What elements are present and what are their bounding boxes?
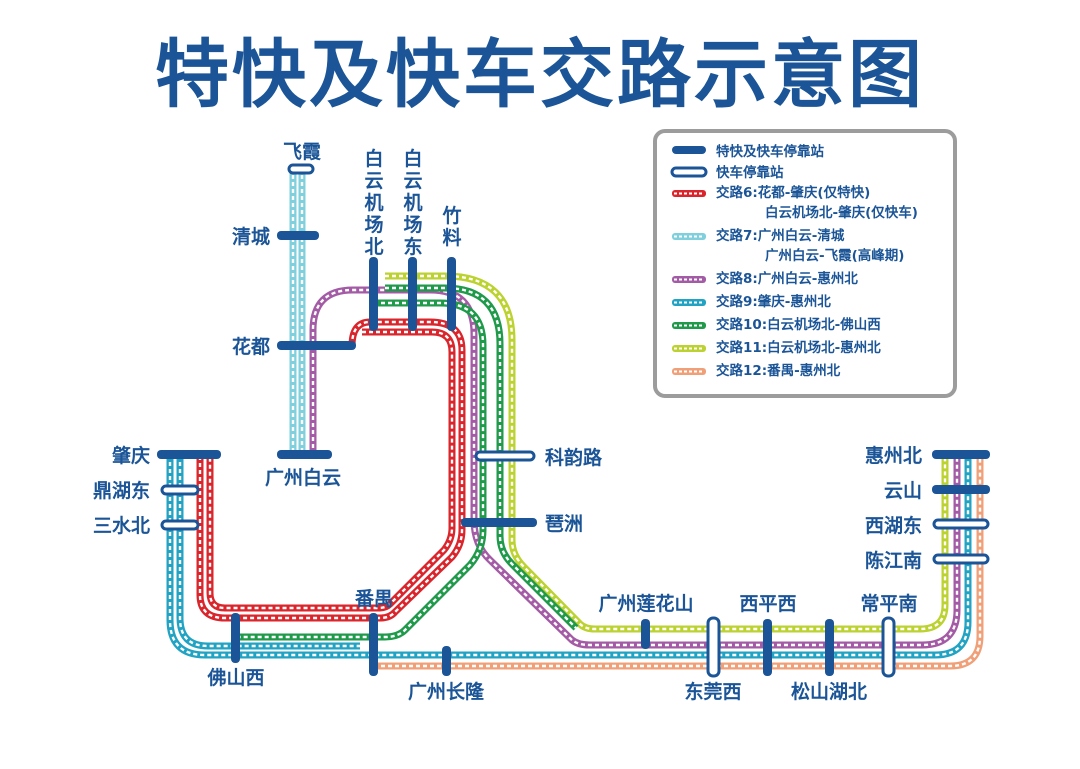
station-bar-baiyun-airport-east	[408, 257, 417, 331]
station-bar-sezhou	[461, 518, 537, 527]
legend-express-swatch	[672, 146, 706, 154]
station-bar-dongguanxi	[706, 616, 721, 678]
legend-label-route9-0: 交路9:肇庆-惠州北	[716, 293, 831, 310]
station-bar-songshanhubei	[825, 619, 834, 676]
route10-b-dash	[385, 286, 577, 629]
station-label-guangzhou-baiyun: 广州白云	[265, 466, 341, 489]
station-bar-guangzhou-baiyun	[277, 450, 332, 459]
legend-label-route6-0: 交路6:花都-肇庆(仅特快)	[716, 184, 870, 201]
station-label-foshanxi: 佛山西	[206, 666, 264, 689]
station-label-qingcheng: 清城	[232, 225, 270, 248]
station-label-guangzhou-lianhuashan: 广州莲花山	[598, 592, 693, 615]
station-bar-huizhoubei	[932, 450, 990, 459]
station-bar-chenjiangnan	[932, 553, 990, 565]
station-bar-guangzhou-lianhuashan	[641, 619, 650, 649]
legend-label-route11-0: 交路11:白云机场北-惠州北	[716, 339, 881, 356]
station-bar-zhaoqing	[157, 450, 221, 459]
station-label-xipingxi: 西平西	[739, 593, 796, 615]
route10-dash	[233, 301, 485, 639]
station-bar-feixia	[287, 163, 315, 175]
station-bar-baiyun-airport-north	[369, 257, 378, 331]
legend-label-route7-0: 交路7:广州白云-清城	[716, 227, 845, 244]
station-bar-panyu	[369, 613, 378, 676]
legend-rapid-label: 快车停靠站	[716, 164, 784, 181]
station-bar-zhuliao	[447, 257, 456, 331]
station-label-dongguanxi: 东莞西	[684, 680, 741, 703]
station-labels: 飞霞 清城 花都 广州白云 科韵路 琶洲 肇庆 鼎湖东 三水北 佛山西 番禺 广…	[93, 141, 922, 703]
route12-dash	[374, 455, 982, 668]
station-bar-keyunlu	[474, 450, 536, 462]
station-bar-changpingnan	[881, 616, 896, 678]
station-label-feixia: 飞霞	[283, 141, 322, 163]
station-bar-xihudong	[932, 518, 990, 530]
map-title: 特快及快车交路示意图	[155, 32, 925, 118]
station-label-sanshuibei: 三水北	[93, 515, 150, 537]
route9-b-dash	[178, 455, 360, 648]
station-label-zhuliao: 竹料	[441, 204, 461, 249]
station-bar-sanshuibei	[160, 519, 200, 531]
legend-route-list: 交路6:花都-肇庆(仅特快) 白云机场北-肇庆(仅快车) 交路7:广州白云-清城广州…	[672, 184, 918, 379]
station-label-sezhou: 琶洲	[545, 513, 583, 535]
route11-dash	[385, 274, 947, 631]
station-bar-dinghudong	[160, 484, 200, 496]
legend-label-route7-1: 广州白云-飞霞(高峰期)	[765, 247, 904, 264]
route9-line	[166, 455, 972, 659]
station-bar-guangzhou-changlong	[442, 646, 451, 676]
station-label-baiyun-airport-north: 白云机场北	[364, 147, 383, 258]
station-label-zhaoqing: 肇庆	[112, 444, 150, 467]
station-label-huadu: 花都	[232, 335, 270, 358]
station-label-panyu: 番禺	[354, 588, 393, 610]
station-label-huizhoubei: 惠州北	[865, 445, 922, 467]
station-bar-xipingxi	[763, 619, 772, 676]
legend-label-route12-0: 交路12:番禺-惠州北	[716, 362, 841, 379]
route6-a-dash	[198, 320, 464, 620]
station-markers	[157, 163, 990, 678]
legend: 特快及快车停靠站 快车停靠站 交路6:花都-肇庆(仅特快) 白云机场北-肇庆(仅快…	[653, 129, 957, 398]
legend-label-route8-0: 交路8:广州白云-惠州北	[716, 270, 858, 287]
station-bar-yunshan	[932, 485, 990, 494]
legend-label-route6-1: 白云机场北-肇庆(仅快车)	[765, 204, 918, 221]
legend-box	[653, 129, 957, 398]
station-label-guangzhou-changlong: 广州长隆	[408, 680, 485, 703]
legend-label-route10-0: 交路10:白云机场北-佛山西	[716, 316, 881, 333]
station-bar-huadu	[277, 341, 356, 350]
station-label-xihudong: 西湖东	[865, 514, 922, 537]
route6-b-dash	[208, 330, 454, 610]
station-bar-qingcheng	[277, 231, 319, 240]
legend-rapid-swatch	[670, 166, 708, 178]
route8-dash	[311, 288, 959, 647]
station-label-chenjiangnan: 陈江南	[865, 549, 922, 572]
station-label-dinghudong: 鼎湖东	[93, 479, 150, 502]
legend-express-label: 特快及快车停靠站	[716, 143, 824, 160]
station-label-baiyun-airport-east: 白云机场东	[403, 147, 422, 258]
station-label-keyunlu: 科韵路	[545, 446, 603, 469]
station-label-changpingnan: 常平南	[860, 592, 917, 615]
station-label-songshanhubei: 松山湖北	[791, 680, 867, 703]
station-bar-foshanxi	[231, 613, 240, 663]
station-label-yunshan: 云山	[884, 480, 922, 502]
